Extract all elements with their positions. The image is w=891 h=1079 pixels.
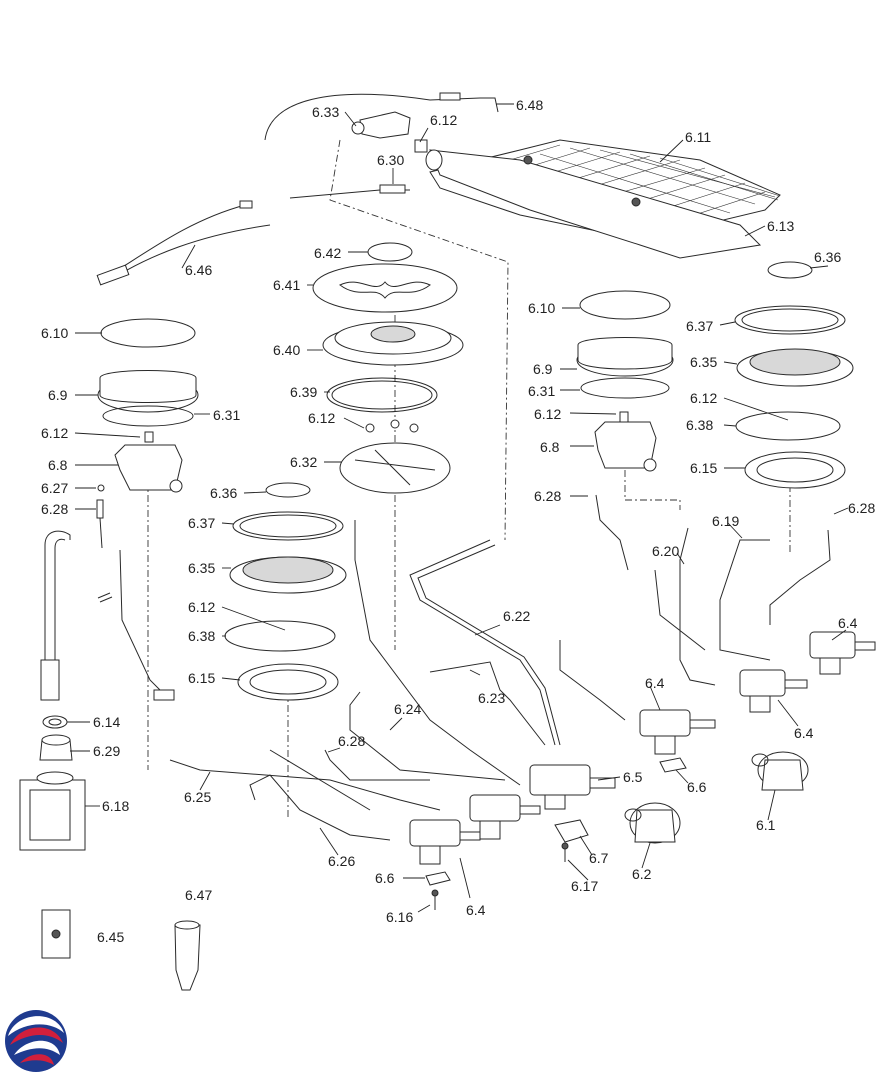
label-6-25: 6.25 — [184, 789, 211, 805]
label-6-47: 6.47 — [185, 887, 212, 903]
spark-cable-646[interactable] — [97, 201, 270, 285]
burner-grid-assembly[interactable] — [426, 140, 780, 258]
left-electrode-628[interactable] — [97, 485, 104, 548]
label-6-30: 6.30 — [377, 152, 404, 168]
right-burner[interactable] — [577, 291, 673, 471]
label-6-12: 6.12 — [430, 112, 457, 128]
label-6-8: 6.8 — [48, 457, 68, 473]
label-6-9: 6.9 — [533, 361, 553, 377]
screw-616[interactable] — [432, 890, 438, 910]
gas-tap-left-1[interactable] — [410, 820, 480, 864]
label-6-19: 6.19 — [712, 513, 739, 529]
label-6-15: 6.15 — [188, 670, 215, 686]
label-6-33: 6.33 — [312, 104, 339, 120]
label-6-20: 6.20 — [652, 543, 679, 559]
clamp-66-left[interactable] — [426, 872, 450, 885]
screw-617[interactable] — [562, 843, 568, 862]
label-6-7: 6.7 — [589, 850, 609, 866]
label-6-29: 6.29 — [93, 743, 120, 759]
washer-614[interactable] — [43, 716, 67, 728]
bracket-67[interactable] — [555, 820, 588, 842]
label-6-39: 6.39 — [290, 384, 317, 400]
gas-tap-centre-65[interactable] — [530, 765, 615, 809]
label-6-18: 6.18 — [102, 798, 129, 814]
control-knob-62[interactable] — [625, 803, 680, 843]
label-6-14: 6.14 — [93, 714, 120, 730]
label-6-4: 6.4 — [794, 725, 814, 741]
label-6-12: 6.12 — [308, 410, 335, 426]
label-6-28: 6.28 — [848, 500, 875, 516]
label-6-42: 6.42 — [314, 245, 341, 261]
label-6-35: 6.35 — [188, 560, 215, 576]
label-6-37: 6.37 — [686, 318, 713, 334]
label-6-40: 6.40 — [273, 342, 300, 358]
gas-inlet-pipe[interactable] — [41, 531, 70, 700]
spark-wire-left[interactable] — [98, 550, 174, 700]
label-6-6: 6.6 — [375, 870, 395, 886]
left-burner[interactable] — [98, 319, 198, 492]
label-6-1: 6.1 — [756, 817, 776, 833]
label-6-23: 6.23 — [478, 690, 505, 706]
gas-tap-right-3[interactable] — [810, 632, 875, 674]
label-6-28: 6.28 — [338, 733, 365, 749]
label-6-22: 6.22 — [503, 608, 530, 624]
label-6-48: 6.48 — [516, 97, 543, 113]
label-6-36: 6.36 — [814, 249, 841, 265]
label-6-38: 6.38 — [686, 417, 713, 433]
label-6-11: 6.11 — [685, 129, 711, 145]
hose-nozzle-647[interactable] — [175, 921, 200, 990]
label-6-28: 6.28 — [41, 501, 68, 517]
label-6-12: 6.12 — [41, 425, 68, 441]
label-6-27: 6.27 — [41, 480, 68, 496]
label-6-16: 6.16 — [386, 909, 413, 925]
thermocouple-bracket-633[interactable] — [265, 93, 498, 152]
label-6-4: 6.4 — [645, 675, 665, 691]
triple-ring-burner[interactable] — [313, 243, 463, 493]
gas-tap-left-2[interactable] — [470, 795, 540, 839]
left-front-burner[interactable] — [225, 483, 346, 700]
label-6-31: 6.31 — [528, 383, 555, 399]
label-6-5: 6.5 — [623, 769, 643, 785]
label-6-26: 6.26 — [328, 853, 355, 869]
label-6-12: 6.12 — [188, 599, 215, 615]
part-labels: 6.48 6.33 6.12 6.30 6.11 6.13 6.46 6.42 … — [41, 97, 875, 945]
label-6-6: 6.6 — [687, 779, 707, 795]
label-6-13: 6.13 — [767, 218, 794, 234]
pressure-regulator-618[interactable] — [20, 772, 85, 850]
label-6-37: 6.37 — [188, 515, 215, 531]
label-6-15: 6.15 — [690, 460, 717, 476]
nut-629[interactable] — [40, 735, 72, 760]
ignition-electrode-630[interactable] — [290, 185, 410, 198]
label-6-10: 6.10 — [41, 325, 68, 341]
label-6-31: 6.31 — [213, 407, 240, 423]
right-rear-burner[interactable] — [735, 262, 853, 488]
control-knob-61[interactable] — [752, 752, 808, 790]
label-6-2: 6.2 — [632, 866, 652, 882]
label-6-17: 6.17 — [571, 878, 598, 894]
gas-tap-right-1[interactable] — [640, 710, 715, 754]
label-6-36: 6.36 — [210, 485, 237, 501]
label-6-38: 6.38 — [188, 628, 215, 644]
label-6-41: 6.41 — [273, 277, 300, 293]
label-6-35: 6.35 — [690, 354, 717, 370]
label-6-12: 6.12 — [690, 390, 717, 406]
label-6-32: 6.32 — [290, 454, 317, 470]
label-6-4: 6.4 — [466, 902, 486, 918]
label-6-46: 6.46 — [185, 262, 212, 278]
leader-lines — [67, 103, 849, 913]
gas-tap-right-2[interactable] — [740, 670, 807, 712]
label-6-12: 6.12 — [534, 406, 561, 422]
gas-tubes[interactable] — [170, 495, 830, 840]
clamp-66-right[interactable] — [660, 758, 686, 772]
brand-logo-swirl-icon — [5, 1010, 67, 1072]
connector-645[interactable] — [42, 910, 70, 958]
label-6-8: 6.8 — [540, 439, 560, 455]
label-6-28: 6.28 — [534, 488, 561, 504]
label-6-4: 6.4 — [838, 615, 858, 631]
label-6-24: 6.24 — [394, 701, 421, 717]
label-6-45: 6.45 — [97, 929, 124, 945]
label-6-9: 6.9 — [48, 387, 68, 403]
label-6-10: 6.10 — [528, 300, 555, 316]
